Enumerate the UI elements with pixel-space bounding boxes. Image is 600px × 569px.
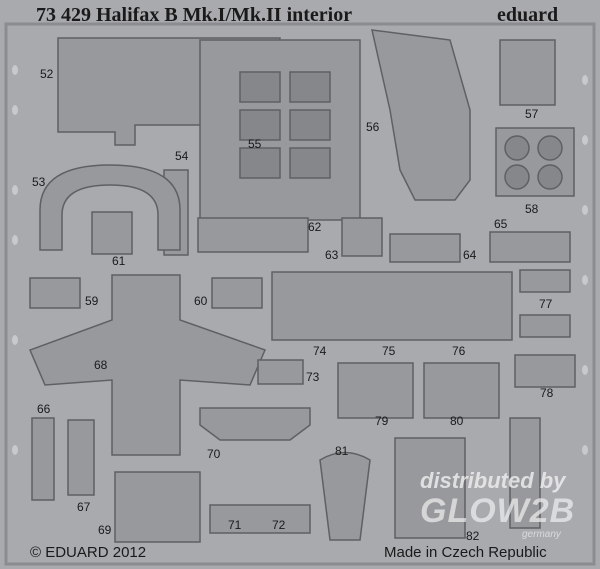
part-79 xyxy=(337,362,414,419)
part-label: 64 xyxy=(463,248,477,262)
part-label: 55 xyxy=(248,137,262,151)
brand-logo: eduard xyxy=(497,4,559,26)
part-label: 60 xyxy=(194,294,208,308)
part-label: 58 xyxy=(525,202,539,216)
part-label: 72 xyxy=(272,518,286,532)
part-label: 76 xyxy=(452,344,466,358)
part-label: 74 xyxy=(313,344,327,358)
part-label: 82 xyxy=(466,529,480,543)
part-58 xyxy=(495,127,575,197)
part-66 xyxy=(31,417,55,501)
part-label: 81 xyxy=(335,444,349,458)
part-label: 77 xyxy=(539,297,553,311)
part-53 xyxy=(39,164,181,251)
part-56 xyxy=(371,29,471,201)
part-label: 70 xyxy=(207,447,221,461)
part-81 xyxy=(319,451,371,541)
part-label: 75 xyxy=(382,344,396,358)
part-60 xyxy=(211,277,263,309)
fret-frame xyxy=(4,22,596,566)
part-label: 71 xyxy=(228,518,242,532)
part-63 xyxy=(341,217,383,257)
part-74-76 xyxy=(271,271,513,341)
watermark-logo: GLOW2B xyxy=(420,492,576,530)
part-61 xyxy=(91,211,133,255)
part-59 xyxy=(29,277,81,309)
part-71-72 xyxy=(209,504,311,534)
part-label: 69 xyxy=(98,523,112,537)
drainage-holes xyxy=(12,65,588,455)
part-label: 57 xyxy=(525,107,539,121)
part-70 xyxy=(199,407,311,441)
part-80 xyxy=(423,362,500,419)
watermark-sub: germany xyxy=(522,529,561,540)
part-label: 56 xyxy=(366,120,380,134)
part-label: 68 xyxy=(94,358,108,372)
part-label: 63 xyxy=(325,248,339,262)
part-65 xyxy=(489,231,571,263)
part-68 xyxy=(28,274,267,456)
part-label: 66 xyxy=(37,402,51,416)
part-label: 78 xyxy=(540,386,554,400)
part-label: 52 xyxy=(40,67,54,81)
part-57 xyxy=(499,39,556,106)
part-67 xyxy=(67,419,95,496)
part-label: 59 xyxy=(85,294,99,308)
copyright-text: © EDUARD 2012 xyxy=(30,544,147,561)
part-69 xyxy=(114,471,201,543)
part-77b xyxy=(519,314,571,338)
part-label: 79 xyxy=(375,414,389,428)
part-label: 54 xyxy=(175,149,189,163)
part-label: 53 xyxy=(32,175,46,189)
part-73 xyxy=(257,359,304,385)
part-83 xyxy=(509,417,541,529)
part-label: 80 xyxy=(450,414,464,428)
part-64 xyxy=(389,233,461,263)
part-label: 65 xyxy=(494,217,508,231)
part-label: 73 xyxy=(306,370,320,384)
part-82 xyxy=(394,437,466,539)
part-78 xyxy=(514,354,576,388)
origin-text: Made in Czech Republic xyxy=(384,544,547,561)
watermark-text: distributed by xyxy=(420,468,566,493)
fret-title: 73 429 Halifax B Mk.I/Mk.II interior xyxy=(36,4,353,26)
part-62 xyxy=(197,217,309,253)
part-label: 61 xyxy=(112,254,126,268)
part-77a xyxy=(519,269,571,293)
part-label: 62 xyxy=(308,220,322,234)
part-label: 67 xyxy=(77,500,91,514)
